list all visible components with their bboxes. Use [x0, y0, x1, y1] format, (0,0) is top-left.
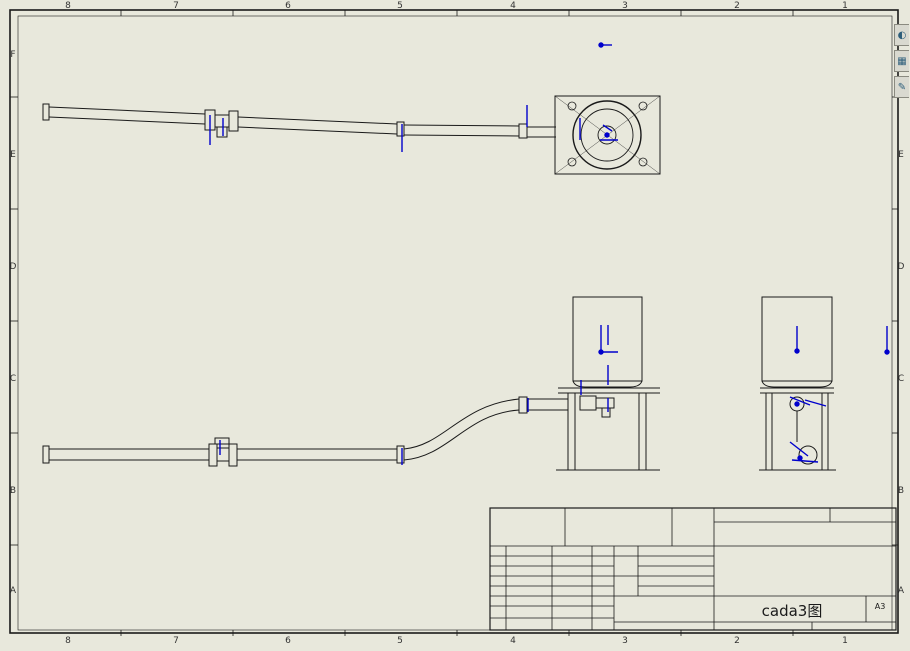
zone-row-left-5: A — [10, 586, 17, 596]
zone-col-bottom-7: 1 — [842, 636, 848, 646]
zone-row-right-1: E — [898, 150, 904, 160]
zone-col-top-5: 3 — [622, 1, 628, 11]
zone-col-bottom-0: 8 — [65, 636, 71, 646]
zone-col-bottom-1: 7 — [173, 636, 179, 646]
zone-row-right-2: D — [898, 262, 905, 272]
task-pane-tabs: ◐ ▦ ✎ — [894, 24, 910, 102]
zone-col-bottom-4: 4 — [510, 636, 516, 646]
zone-col-bottom-2: 6 — [285, 636, 291, 646]
outer-border — [9, 9, 899, 634]
zone-col-bottom-6: 2 — [734, 636, 740, 646]
zone-col-top-3: 5 — [397, 1, 403, 11]
zone-row-right-4: B — [898, 486, 904, 496]
sheet-size: A3 — [875, 602, 886, 611]
zone-col-top-1: 7 — [173, 1, 179, 11]
zone-row-right-3: C — [898, 374, 904, 384]
zone-row-left-0: F — [10, 50, 15, 60]
zone-col-top-2: 6 — [285, 1, 291, 11]
zone-col-top-7: 1 — [842, 1, 848, 11]
front-view-pipe[interactable] — [42, 396, 568, 467]
zone-col-top-0: 8 — [65, 1, 71, 11]
zone-ticks — [10, 10, 898, 636]
zone-col-top-4: 4 — [510, 1, 516, 11]
zone-col-top-6: 2 — [734, 1, 740, 11]
title-block[interactable] — [489, 507, 897, 631]
comment-icon[interactable]: ✎ — [894, 76, 909, 98]
zone-row-left-2: D — [10, 262, 17, 272]
drawing-name: cada3图 — [762, 602, 823, 620]
reference-markers — [209, 42, 890, 465]
zone-col-bottom-3: 5 — [397, 636, 403, 646]
zone-row-left-1: E — [10, 150, 16, 160]
top-view-pipe[interactable] — [42, 103, 556, 139]
appearance-icon[interactable]: ◐ — [894, 24, 909, 46]
zone-row-left-4: B — [10, 486, 16, 496]
tank-front-view[interactable] — [556, 296, 660, 471]
zone-row-right-5: A — [898, 586, 905, 596]
zone-col-bottom-5: 3 — [622, 636, 628, 646]
tank-side-view[interactable] — [759, 296, 836, 471]
zone-row-left-3: C — [10, 374, 16, 384]
inner-border — [17, 15, 893, 631]
layers-icon[interactable]: ▦ — [894, 50, 909, 72]
